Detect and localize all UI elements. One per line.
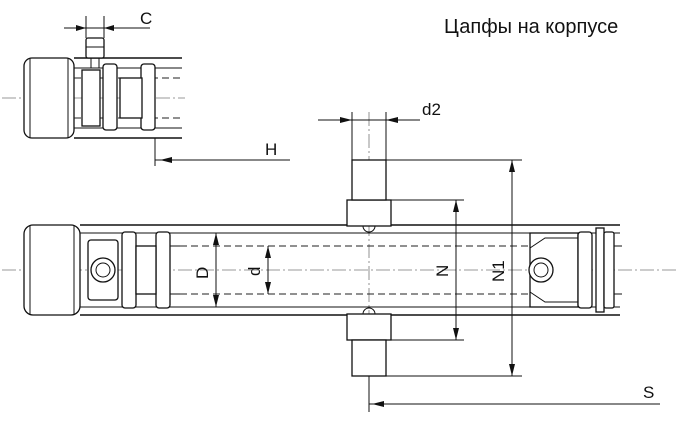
dimension-h: H	[155, 140, 290, 163]
dimension-arrow	[76, 25, 86, 31]
dimension-arrow	[386, 117, 398, 123]
dimension-arrow	[265, 246, 271, 258]
dimension-label-small-d: d	[245, 267, 264, 276]
dimension-arrow	[509, 160, 515, 172]
detail-view-cylinder-end	[2, 37, 185, 166]
dimension-arrow	[372, 401, 384, 407]
dimension-n: N	[391, 199, 464, 341]
drawing-title: Цапфы на корпусе	[444, 16, 618, 38]
dimension-c: C	[64, 9, 152, 38]
dimension-arrow	[160, 157, 172, 163]
dimension-arrow	[453, 200, 459, 212]
dimension-big-d: D	[193, 233, 219, 307]
dimension-small-d: d	[245, 246, 271, 294]
dimension-n1: N1	[386, 159, 522, 377]
dimension-label-big-d: D	[193, 267, 212, 279]
dimension-arrow	[265, 282, 271, 294]
dimension-label-n: N	[433, 265, 452, 277]
dimension-s: S	[368, 376, 660, 412]
dimension-arrow	[340, 117, 352, 123]
dimension-label-s: S	[643, 383, 654, 402]
dimension-arrow	[213, 295, 219, 307]
dimension-arrow	[213, 233, 219, 245]
dimension-arrow	[104, 25, 114, 31]
dimension-label-c: C	[140, 9, 152, 28]
main-view-cylinder	[2, 112, 676, 412]
dimension-label-d2: d2	[422, 100, 441, 119]
dimension-arrow	[453, 328, 459, 340]
dimension-label-h: H	[265, 140, 277, 159]
dimension-arrow	[509, 364, 515, 376]
dimension-d2: d2	[318, 100, 441, 160]
dimension-label-n1: N1	[489, 260, 508, 282]
